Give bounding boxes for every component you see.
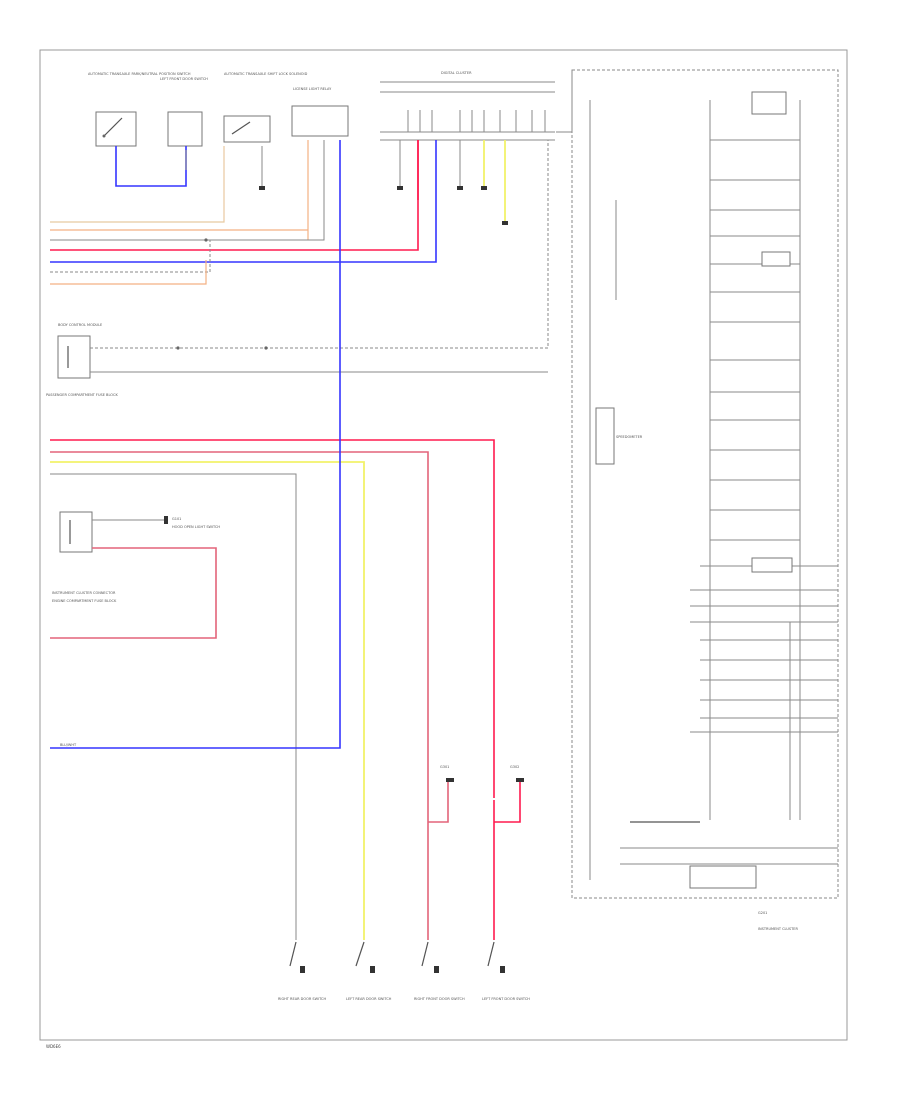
door-switch-1: [289, 941, 305, 973]
top-connector-pins: [380, 110, 555, 141]
top-module-4: [291, 105, 349, 137]
rear-door-2-label: LEFT REAR DOOR SWITCH: [346, 997, 392, 1001]
blue-wire-label: BLU/WHT: [60, 743, 77, 747]
top-module-4-label: LICENSE LIGHT RELAY: [293, 87, 332, 91]
top-switch-3: [223, 115, 271, 143]
main-bus: [50, 439, 495, 800]
cluster-mid-label: SPEEDOMETER: [616, 435, 643, 439]
mid-switch: [59, 511, 93, 553]
rear-door-1-label: RIGHT REAR DOOR SWITCH: [278, 997, 326, 1001]
top-switch-3-label: AUTOMATIC TRANSAXLE SHIFT LOCK SOLENOID: [224, 72, 308, 76]
door-switch-4: [487, 941, 505, 973]
top-harness: [50, 140, 437, 285]
instrument-cluster: SPEEDOMETER: [556, 69, 839, 931]
top-switch-1: [95, 111, 137, 147]
left-module-2-label: PASSENGER COMPARTMENT FUSE BLOCK: [46, 393, 118, 397]
cluster-title-label: INSTRUMENT CLUSTER: [758, 927, 798, 931]
top-switch-2-label: LEFT FRONT DOOR SWITCH: [160, 77, 208, 81]
rear-door-3-label: RIGHT FRONT DOOR SWITCH: [414, 997, 465, 1001]
mid-ground-label: G101: [172, 517, 181, 521]
cluster-footer-label: G201: [758, 911, 767, 915]
mid-label: HOOD OPEN LIGHT SWITCH: [172, 525, 220, 529]
mid-label-2: INSTRUMENT CLUSTER CONNECTOR: [52, 591, 116, 595]
door-switch-3: [421, 941, 439, 973]
top-switch-2: [167, 111, 203, 147]
door-switch-2: [355, 941, 375, 973]
top-connector-label: DIGITAL CLUSTER: [441, 71, 472, 75]
left-module-1-label: BODY CONTROL MODULE: [58, 323, 102, 327]
left-module-1: [57, 335, 91, 379]
ground-a-label: G301: [440, 765, 449, 769]
rear-door-4-label: LEFT FRONT DOOR SWITCH: [482, 997, 530, 1001]
diagram-frame: [39, 49, 848, 1041]
footer-code: WD6E6: [46, 1044, 61, 1049]
left-module-3-label: ENGINE COMPARTMENT FUSE BLOCK: [52, 599, 117, 603]
ground-b-label: G302: [510, 765, 519, 769]
top-switch-1-label: AUTOMATIC TRANSAXLE PARK/NEUTRAL POSITIO…: [88, 72, 191, 76]
